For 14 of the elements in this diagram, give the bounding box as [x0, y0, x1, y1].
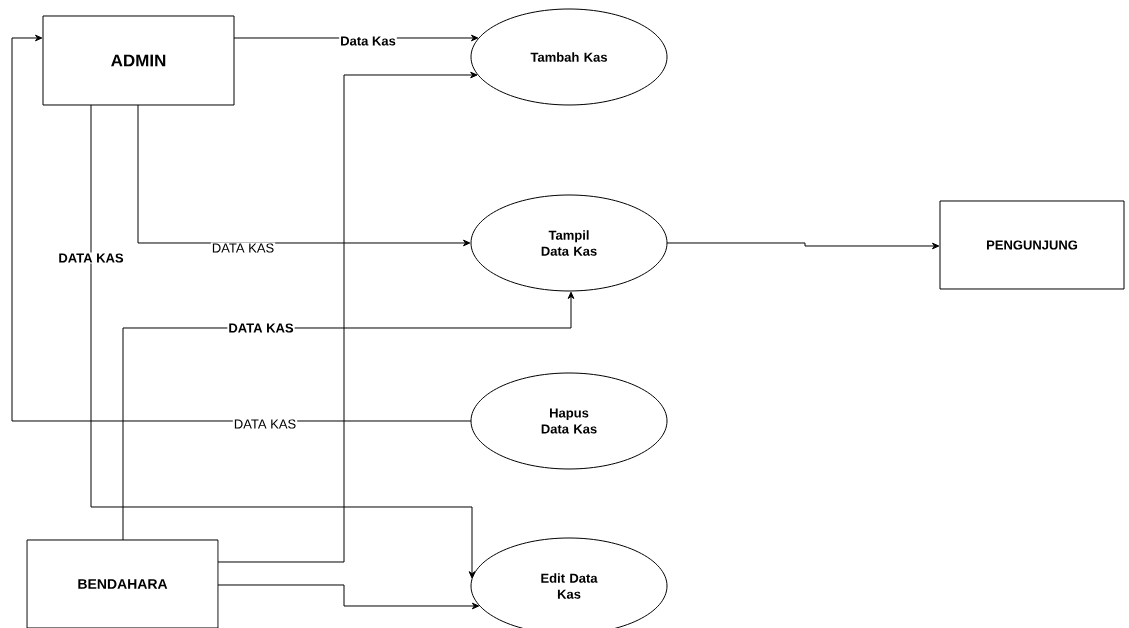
edge-label: DATA KAS	[232, 418, 298, 430]
edge-label: DATA KAS	[227, 322, 295, 334]
arrow	[90, 104, 476, 579]
entity-box: BENDAHARA	[26, 539, 219, 628]
arrow	[122, 291, 575, 541]
entity-box: ADMIN	[42, 15, 235, 106]
entity-box: PENGUNJUNG	[939, 200, 1125, 290]
arrow	[666, 242, 940, 250]
arrow	[217, 71, 478, 563]
edge-label: DATA KAS	[57, 252, 125, 264]
edge-label: DATA KAS	[210, 242, 276, 254]
edge-label: Data Kas	[339, 35, 397, 47]
arrow	[217, 584, 480, 610]
arrow	[11, 34, 472, 422]
